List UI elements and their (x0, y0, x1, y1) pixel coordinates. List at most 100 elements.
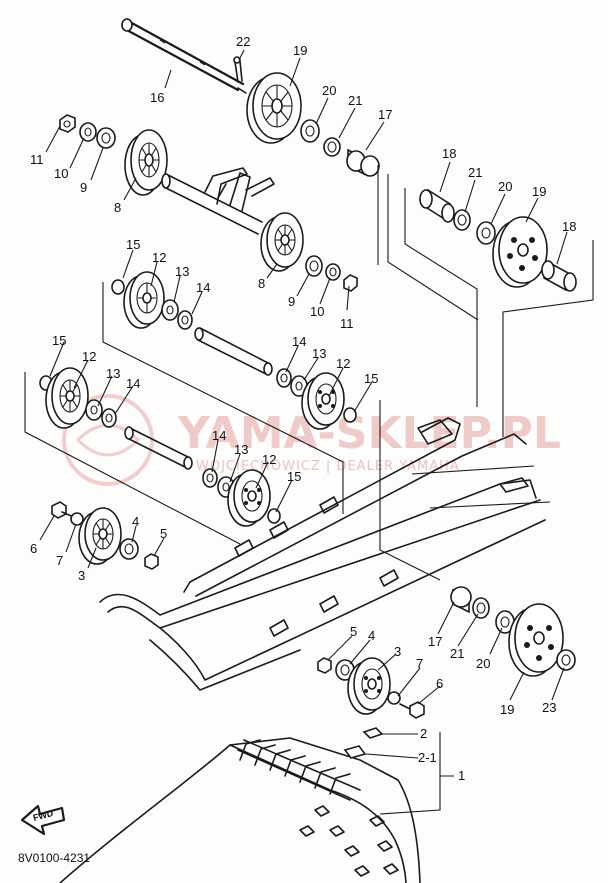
callout-21-top: 21 (348, 93, 362, 108)
bearing-13-a (161, 299, 179, 321)
forward-arrow-icon: FWD (20, 804, 66, 836)
callout-10-mid: 10 (310, 304, 324, 319)
spacer-18-right (541, 260, 577, 292)
cap-23 (556, 649, 576, 671)
wheel-12-b (301, 372, 345, 430)
callout-3-left: 3 (78, 568, 85, 583)
callout-8-top: 8 (114, 200, 121, 215)
callout-11-top: 11 (30, 152, 44, 167)
nut-11-mid (343, 274, 358, 292)
diagram-code: 8V0100-4231 (18, 851, 90, 865)
shaft-b (124, 426, 193, 470)
callout-6-left: 6 (30, 541, 37, 556)
track-belt-1 (59, 737, 421, 883)
callout-11-mid: 11 (340, 316, 354, 331)
shaft-a (194, 327, 273, 376)
collar-21-top (323, 137, 341, 157)
spacer-18-left (419, 188, 455, 223)
callout-3-right: 3 (394, 644, 401, 659)
collar-14-a (177, 310, 193, 330)
wheel-8-mid (260, 212, 304, 272)
callout-19-top: 19 (293, 43, 307, 58)
callout-13-c: 13 (106, 366, 120, 381)
callout-22: 22 (236, 34, 250, 49)
leader-lines (39, 49, 568, 815)
wheel-19-right (492, 216, 548, 288)
wheel-19-top (246, 72, 302, 144)
callout-12-a: 12 (152, 250, 166, 265)
washer-7-left (70, 512, 84, 526)
callout-14-c: 14 (126, 376, 140, 391)
spacer-17-top (346, 148, 380, 177)
fwd-label: FWD (32, 808, 55, 823)
wheel-3-right (347, 657, 391, 715)
callout-12-b: 12 (336, 356, 350, 371)
callout-19-bottom: 19 (500, 702, 514, 717)
bolt-6-right (399, 701, 425, 719)
callout-13-b: 13 (312, 346, 326, 361)
callout-13-d: 13 (234, 442, 248, 457)
callout-7-left: 7 (56, 553, 63, 568)
clip-2-1 (343, 745, 367, 759)
callout-15-a: 15 (126, 237, 140, 252)
callout-18-left: 18 (442, 146, 456, 161)
callout-21-bottom: 21 (450, 646, 464, 661)
watermark-text: YAMA-SKLEP.PL (177, 408, 561, 459)
watermark: YAMA-SKLEP.PL WOJCIECHOWICZ | DEALER YAM… (62, 394, 561, 486)
washer-7-right (387, 691, 401, 705)
bearing-4-left (119, 538, 139, 560)
callout-20-right: 20 (498, 179, 512, 194)
callout-12-c: 12 (82, 349, 96, 364)
callout-14-d: 14 (212, 428, 226, 443)
callout-17-top: 17 (378, 107, 392, 122)
collar-14-b (276, 368, 292, 388)
wheel-3-left (78, 507, 122, 565)
wheel-12-a (123, 271, 165, 329)
assembly-guide-lines (24, 165, 594, 581)
wheel-19-bottom (508, 603, 564, 677)
callout-2: 2 (420, 726, 427, 741)
pivot-arm (161, 167, 275, 235)
washer-10-mid (325, 263, 341, 281)
collar-21-bottom (472, 597, 490, 619)
wheel-12-c (45, 367, 89, 429)
bearing-9-mid (305, 255, 323, 277)
callout-15-b: 15 (364, 371, 378, 386)
callout-13-a: 13 (175, 264, 189, 279)
watermark-subtext: WOJCIECHOWICZ | DEALER YAMAHA (196, 459, 460, 474)
clip-2 (362, 727, 384, 739)
nut-5-right (317, 657, 332, 674)
slide-rail-upper (183, 417, 527, 597)
nut-11-top (59, 114, 76, 133)
callout-5-left: 5 (160, 526, 167, 541)
callout-12-d: 12 (262, 452, 276, 467)
callout-17-bottom: 17 (428, 634, 442, 649)
callout-7-right: 7 (416, 656, 423, 671)
collar-21-right (453, 209, 471, 231)
collar-14-d (202, 468, 218, 488)
nut-5-left (144, 553, 159, 570)
callout-14-b: 14 (292, 334, 306, 349)
wheel-12-d (227, 469, 271, 527)
callout-9-mid: 9 (288, 294, 295, 309)
callout-10-top: 10 (54, 166, 68, 181)
callout-15-c: 15 (52, 333, 66, 348)
callout-14-a: 14 (196, 280, 210, 295)
collar-14-c (101, 408, 117, 428)
callout-19-right: 19 (532, 184, 546, 199)
callout-6-right: 6 (436, 676, 443, 691)
washer-10-top (79, 122, 97, 142)
pin-22 (233, 56, 243, 83)
callout-1: 1 (458, 768, 465, 783)
collar-15-a (111, 279, 125, 295)
collar-15-b (343, 407, 357, 423)
callout-18-right: 18 (562, 219, 576, 234)
spacer-17-bottom (450, 586, 472, 614)
callout-23: 23 (542, 700, 556, 715)
slide-rail-lower (99, 477, 546, 691)
callout-15-d: 15 (287, 469, 301, 484)
callout-2-1: 2-1 (418, 750, 437, 765)
callout-labels: 16 22 19 20 21 17 11 10 9 8 18 21 20 19 … (30, 34, 576, 783)
